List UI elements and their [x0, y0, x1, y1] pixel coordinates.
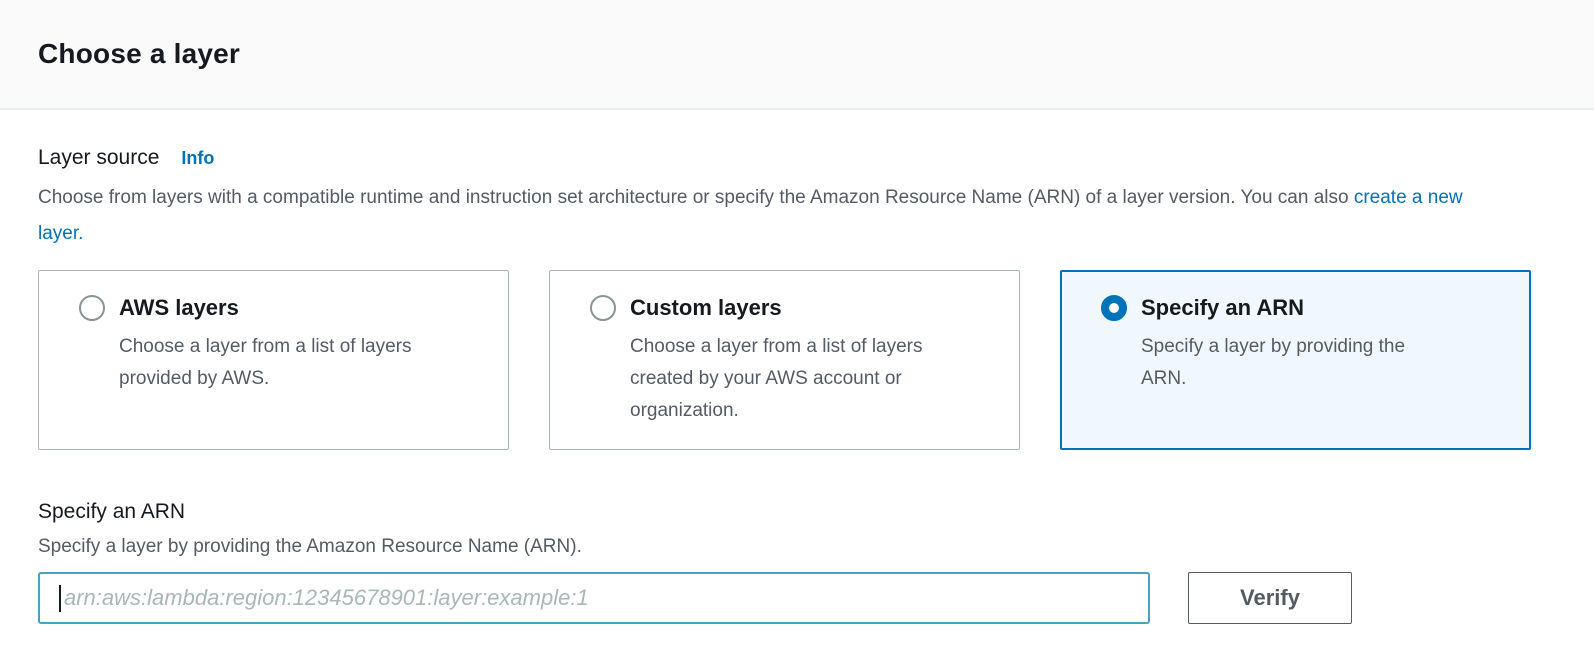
page-title: Choose a layer	[38, 38, 240, 69]
option-title: Custom layers	[630, 295, 782, 320]
option-card-aws-layers[interactable]: AWS layers Choose a layer from a list of…	[38, 270, 509, 450]
specify-arn-section: Specify an ARN Specify a layer by provid…	[38, 500, 1532, 624]
specify-arn-description: Specify a layer by providing the Amazon …	[38, 536, 582, 557]
verify-button[interactable]: Verify	[1188, 572, 1352, 624]
option-description: Choose a layer from a list of layers cre…	[630, 336, 923, 421]
arn-input-row: Verify	[38, 572, 1532, 624]
radio-specify-arn-selected[interactable]	[1101, 295, 1127, 321]
text-caret	[59, 585, 61, 612]
radio-custom-layers[interactable]	[590, 295, 616, 321]
arn-input-wrap	[38, 572, 1150, 624]
option-card-custom-layers[interactable]: Custom layers Choose a layer from a list…	[549, 270, 1020, 450]
layer-source-label: Layer source	[38, 146, 160, 169]
radio-aws-layers[interactable]	[79, 295, 105, 321]
option-card-specify-arn[interactable]: Specify an ARN Specify a layer by provid…	[1060, 270, 1531, 450]
option-card-aws-layers-header: AWS layers	[79, 295, 480, 321]
panel-content: Layer source Info Choose from layers wit…	[0, 110, 1594, 624]
layer-source-label-row: Layer source Info	[38, 146, 1532, 170]
option-description: Specify a layer by providing the ARN.	[1141, 336, 1406, 389]
layer-source-description: Choose from layers with a compatible run…	[38, 180, 1508, 252]
arn-input[interactable]	[38, 572, 1150, 624]
create-new-layer-link[interactable]: create a new layer.	[38, 187, 1463, 244]
option-description: Choose a layer from a list of layers pro…	[119, 336, 412, 389]
panel-header: Choose a layer	[0, 0, 1594, 110]
layer-source-options: AWS layers Choose a layer from a list of…	[38, 270, 1532, 450]
option-card-custom-layers-header: Custom layers	[590, 295, 991, 321]
option-title: AWS layers	[119, 295, 239, 320]
specify-arn-title: Specify an ARN	[38, 500, 186, 523]
option-card-specify-arn-header: Specify an ARN	[1101, 295, 1502, 321]
info-link[interactable]: Info	[181, 148, 215, 168]
layer-source-description-text: Choose from layers with a compatible run…	[38, 187, 1354, 208]
option-title: Specify an ARN	[1141, 295, 1305, 320]
